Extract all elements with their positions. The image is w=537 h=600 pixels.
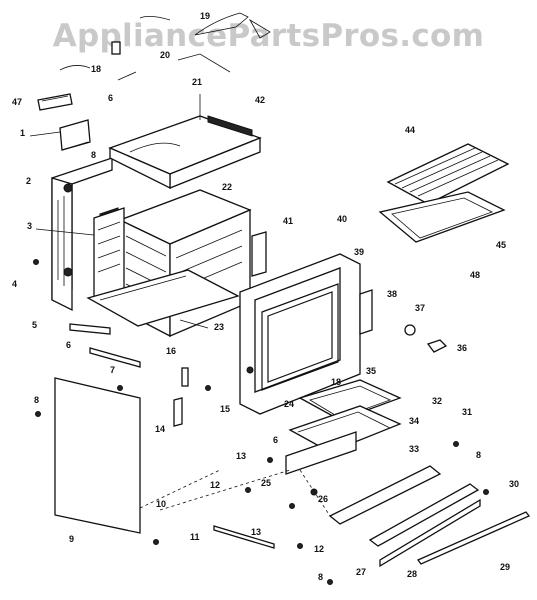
callout-13: 13	[236, 451, 246, 461]
callout-27: 27	[356, 567, 366, 577]
part-1-bracket	[29, 119, 91, 151]
part-47-panel	[37, 93, 73, 111]
callout-31: 31	[462, 407, 472, 417]
callout-1: 1	[20, 128, 25, 138]
callout-35: 35	[366, 366, 376, 376]
callout-7: 7	[110, 365, 115, 375]
part-29-bar	[416, 511, 531, 565]
callout-32: 32	[432, 396, 442, 406]
callout-11: 11	[190, 532, 200, 542]
callout-21: 21	[192, 77, 202, 87]
top-small-parts	[59, 12, 271, 81]
callout-8: 8	[34, 395, 39, 405]
guide-lines	[139, 469, 331, 517]
callout-47: 47	[12, 97, 22, 107]
part-45-broiler-pan	[378, 191, 506, 243]
callout-9: 9	[69, 534, 74, 544]
part-37-36-small	[404, 324, 448, 353]
part-5-trim	[69, 323, 111, 335]
callout-12: 12	[314, 544, 324, 554]
callout-14: 14	[155, 424, 165, 434]
part-23-bottom-pan	[86, 269, 240, 329]
callout-33: 33	[409, 444, 419, 454]
part-9-door-panel	[54, 377, 141, 534]
part-6-rail	[89, 347, 141, 368]
callout-5: 5	[32, 320, 37, 330]
callout-30: 30	[509, 479, 519, 489]
callout-29: 29	[500, 562, 510, 572]
callout-16: 16	[166, 346, 176, 356]
part-2-side-panel	[51, 157, 113, 312]
part-39-gasket	[261, 283, 373, 391]
part-44-oven-rack	[386, 143, 510, 205]
callout-6: 6	[108, 93, 113, 103]
callout-26: 26	[318, 494, 328, 504]
callout-23: 23	[214, 322, 224, 332]
callout-42: 42	[255, 95, 265, 105]
callout-48: 48	[470, 270, 480, 280]
screws	[33, 259, 333, 585]
part-3-rear-panel	[35, 207, 125, 299]
callout-8: 8	[476, 450, 481, 460]
callout-8: 8	[318, 572, 323, 582]
callout-44: 44	[405, 125, 415, 135]
callout-6: 6	[273, 435, 278, 445]
callout-8: 8	[91, 150, 96, 160]
callout-37: 37	[415, 303, 425, 313]
callout-15: 15	[220, 404, 230, 414]
callout-34: 34	[409, 416, 419, 426]
callout-6: 6	[66, 340, 71, 350]
callout-28: 28	[407, 569, 417, 579]
part-33-32-drawer-front	[328, 441, 489, 568]
callout-39: 39	[354, 247, 364, 257]
callout-2: 2	[26, 176, 31, 186]
part-11-rod	[213, 525, 275, 549]
callout-24: 24	[284, 399, 294, 409]
part-16-15-14-hinge	[173, 367, 211, 427]
callout-45: 45	[496, 240, 506, 250]
part-40-front-frame	[239, 253, 361, 415]
callout-3: 3	[27, 221, 32, 231]
part-22-oven-liner	[99, 189, 252, 338]
part-35-24-34-drawer	[285, 379, 402, 475]
callout-12: 12	[210, 480, 220, 490]
watermark: AppliancePartsPros.com	[52, 18, 485, 54]
callout-20: 20	[160, 50, 170, 60]
callout-10: 10	[156, 499, 166, 509]
callout-25: 25	[261, 478, 271, 488]
callout-19: 19	[200, 11, 210, 21]
part-21-cooktop-top	[108, 94, 262, 190]
callout-22: 22	[222, 182, 232, 192]
callout-38: 38	[387, 289, 397, 299]
callout-18: 18	[331, 377, 341, 387]
part-41-strip	[251, 231, 267, 277]
callout-13: 13	[251, 527, 261, 537]
callout-18: 18	[91, 64, 101, 74]
callout-4: 4	[12, 279, 17, 289]
callout-36: 36	[457, 343, 467, 353]
callout-40: 40	[337, 214, 347, 224]
callout-41: 41	[283, 216, 293, 226]
